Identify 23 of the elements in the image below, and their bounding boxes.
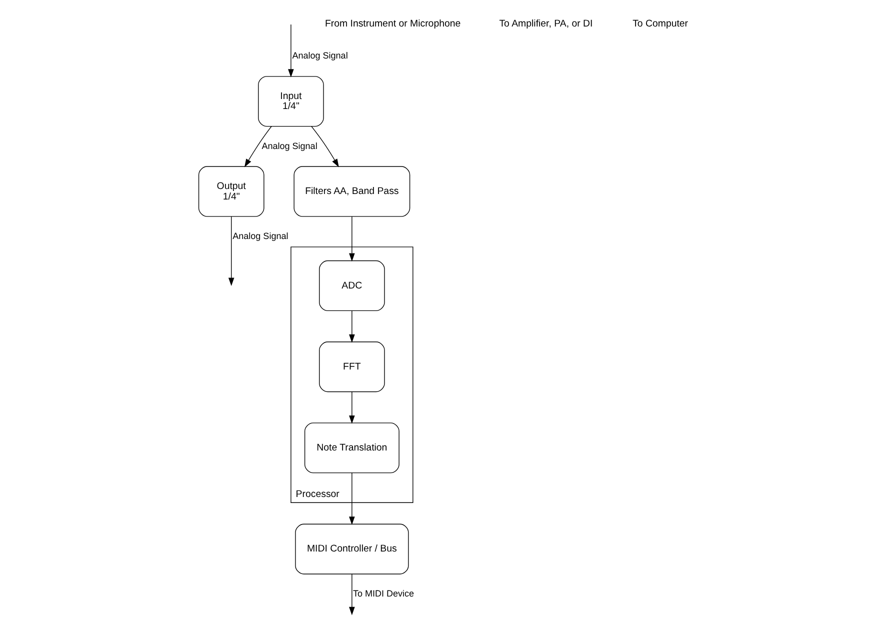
arrow [348, 472, 354, 525]
label: To Computer [632, 18, 688, 30]
arrow [348, 310, 354, 343]
arrow [228, 216, 234, 286]
arrow [348, 392, 354, 424]
label: To Amplifier, PA, or DI [498, 18, 592, 30]
edge-label: Analog Signal [261, 140, 317, 151]
node-box: Output 1/4" [198, 166, 264, 217]
edge-label: Analog Signal [232, 230, 288, 241]
node-box: Input 1/4" [258, 76, 324, 127]
node-box: MIDI Controller / Bus [294, 524, 408, 574]
edge-label: Analog Signal [292, 50, 348, 61]
arrow [348, 216, 354, 262]
label: From Instrument or Microphone [324, 18, 460, 30]
arrow [310, 126, 338, 168]
arrow [288, 24, 294, 78]
node-box: Filters AA, Band Pass [293, 166, 410, 217]
arrow [244, 126, 272, 168]
arrow [348, 574, 354, 616]
node-box: ADC [318, 260, 384, 312]
edge-label: To MIDI Device [352, 588, 414, 598]
node-box: FFT [318, 342, 384, 392]
node-box: Note Translation [304, 422, 399, 474]
